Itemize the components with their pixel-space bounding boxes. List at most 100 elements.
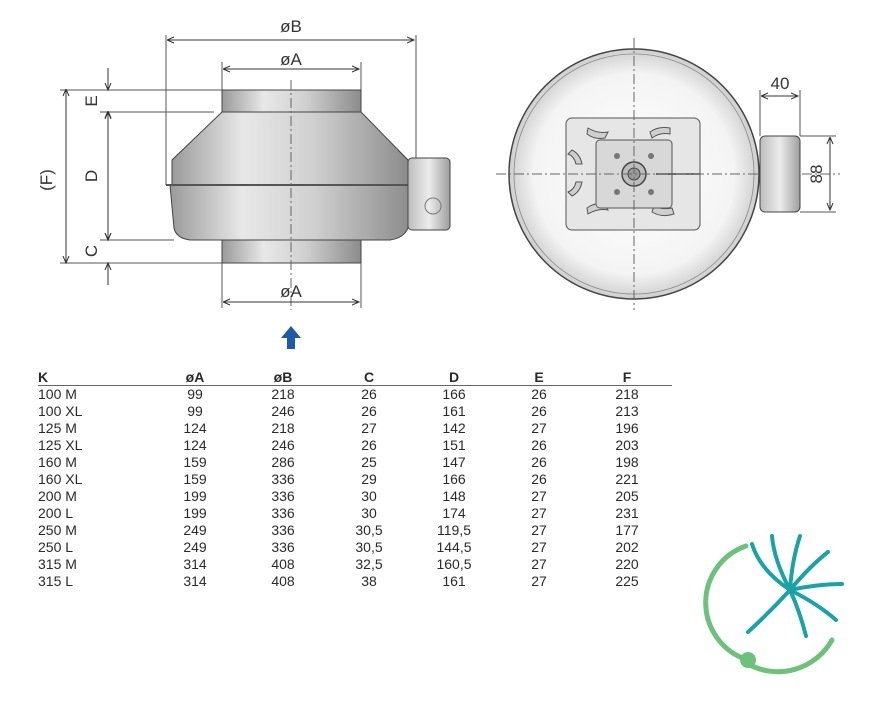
table-cell: 249 — [183, 522, 207, 538]
table-cell: 100 XL — [38, 403, 83, 419]
dim-a-top-label: øA — [280, 50, 302, 69]
table-cell: 315 L — [38, 573, 74, 589]
table-cell: 159 — [183, 471, 207, 487]
table-cell: 250 L — [38, 539, 74, 555]
table-cell: 125 M — [38, 420, 77, 436]
table-cell: 218 — [615, 386, 639, 402]
table-cell: 27 — [531, 522, 547, 538]
table-cell: 336 — [271, 471, 295, 487]
table-cell: 218 — [271, 420, 295, 436]
table-cell: 147 — [442, 454, 466, 470]
table-cell: 160 M — [38, 454, 77, 470]
table-cell: 159 — [183, 454, 207, 470]
table-cell: 221 — [615, 471, 639, 487]
table-cell: 124 — [183, 437, 207, 453]
table-cell: 166 — [442, 386, 466, 402]
table-cell: 408 — [271, 573, 295, 589]
table-cell: 246 — [271, 437, 295, 453]
table-header-row: K øA øB C D E F — [38, 368, 672, 386]
table-cell: 213 — [615, 403, 639, 419]
table-cell: 30 — [361, 505, 377, 521]
table-cell: 27 — [531, 488, 547, 504]
table-cell: 174 — [442, 505, 466, 521]
column-header-c: C — [326, 368, 412, 386]
table-cell: 336 — [271, 488, 295, 504]
table-cell: 231 — [615, 505, 639, 521]
table-cell: 196 — [615, 420, 639, 436]
table-cell: 124 — [183, 420, 207, 436]
table-cell: 286 — [271, 454, 295, 470]
table-cell: 200 L — [38, 505, 74, 521]
table-cell: 246 — [271, 403, 295, 419]
dim-f-label: (F) — [37, 169, 56, 191]
table-cell: 26 — [531, 403, 547, 419]
table-cell: 26 — [361, 437, 377, 453]
table-cell: 200 M — [38, 488, 77, 504]
table-cell: 30,5 — [355, 539, 383, 555]
table-cell: 119,5 — [437, 522, 471, 538]
table-cell: 26 — [531, 437, 547, 453]
column-header-a: øA — [150, 368, 240, 386]
column-header-k: K — [38, 368, 150, 386]
dim-d-label: D — [82, 170, 101, 182]
table-cell: 30 — [361, 488, 377, 504]
table-cell: 27 — [531, 556, 547, 572]
table-cell: 225 — [615, 573, 639, 589]
table-cell: 202 — [615, 539, 639, 555]
table-cell: 99 — [187, 386, 203, 402]
table-cell: 26 — [531, 471, 547, 487]
table-cell: 250 M — [38, 522, 77, 538]
table-cell: 336 — [271, 522, 295, 538]
table-cell: 314 — [183, 573, 207, 589]
side-view: øB øA E D C — [37, 17, 451, 349]
table-cell: 205 — [615, 488, 639, 504]
table-cell: 218 — [271, 386, 295, 402]
table-cell: 148 — [442, 488, 466, 504]
table-cell: 26 — [531, 454, 547, 470]
table-cell: 142 — [442, 420, 466, 436]
table-cell: 314 — [183, 556, 207, 572]
dim-e-label: E — [82, 95, 101, 106]
table-cell: 100 M — [38, 386, 77, 402]
table-cell: 38 — [361, 573, 377, 589]
table-cell: 99 — [187, 403, 203, 419]
table-cell: 26 — [361, 386, 377, 402]
table-cell: 144,5 — [436, 539, 472, 555]
table-cell: 27 — [361, 420, 377, 436]
table-cell: 198 — [615, 454, 639, 470]
table-cell: 27 — [531, 505, 547, 521]
column-header-f: F — [582, 368, 672, 386]
column-header-e: E — [496, 368, 582, 386]
column-header-d: D — [412, 368, 496, 386]
dim-c-label: C — [82, 245, 101, 257]
table-cell: 199 — [183, 505, 207, 521]
table-cell: 160,5 — [436, 556, 472, 572]
table-cell: 161 — [442, 573, 466, 589]
table-cell: 151 — [442, 437, 466, 453]
table-row: 250 M 249 336 30,5 119,5 27 177 — [38, 522, 672, 539]
dim-40-label: 40 — [771, 74, 790, 93]
table-cell: 29 — [361, 471, 377, 487]
table-cell: 32,5 — [355, 556, 383, 572]
table-cell: 30,5 — [355, 522, 383, 538]
company-logo-icon — [703, 534, 844, 675]
dim-b-top-label: øB — [280, 17, 302, 36]
table-cell: 220 — [615, 556, 639, 572]
table-cell: 160 XL — [38, 471, 83, 487]
table-cell: 408 — [271, 556, 295, 572]
table-body: 100 M 99 218 26 166 26 218 100 XL 99 246 26 161 26 21… — [38, 386, 672, 591]
table-cell: 26 — [361, 403, 377, 419]
table-cell: 177 — [615, 522, 639, 538]
table-cell: 27 — [531, 539, 547, 555]
